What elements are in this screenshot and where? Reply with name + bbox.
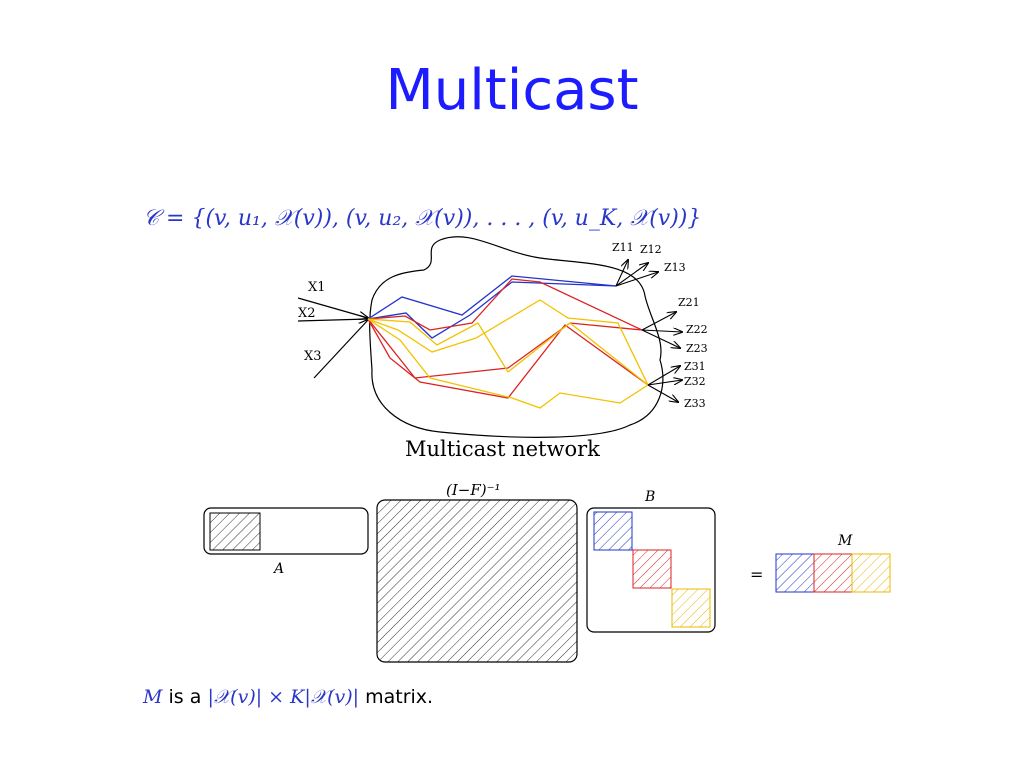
input-label-x1: X1 xyxy=(308,280,326,295)
footer-expression: |𝒳(v)| × K|𝒳(v)| xyxy=(207,686,360,708)
matrix-m-blue-block xyxy=(775,553,815,593)
matrix-a-label: A xyxy=(272,561,284,577)
matrix-m-yellow-block xyxy=(851,553,891,593)
matrix-b xyxy=(586,507,716,633)
matrix-m-label: M xyxy=(837,533,853,549)
output-label-z21: Z21 xyxy=(678,296,700,309)
matrix-b-yellow-block xyxy=(671,588,711,628)
output-label-z12: Z12 xyxy=(640,243,662,256)
matrix-b-blue-block xyxy=(593,511,633,551)
red-paths xyxy=(367,278,649,399)
output-label-z22: Z22 xyxy=(686,323,708,336)
footer-caption: M is a |𝒳(v)| × K|𝒳(v)| matrix. xyxy=(143,686,433,708)
matrix-b-label: B xyxy=(644,489,655,505)
yellow-paths xyxy=(367,299,649,409)
input-label-x3: X3 xyxy=(304,349,322,364)
matrix-a-block xyxy=(209,512,261,551)
input-label-x2: X2 xyxy=(298,306,316,321)
output-label-z31: Z31 xyxy=(684,360,706,373)
output-label-z23: Z23 xyxy=(686,342,708,355)
matrix-inverse xyxy=(376,499,578,663)
matrix-a xyxy=(203,507,369,555)
footer-is-text: is a xyxy=(168,686,202,708)
output-label-z33: Z33 xyxy=(684,397,706,410)
equals-sign: = xyxy=(750,565,763,584)
network-caption: Multicast network xyxy=(405,437,600,461)
matrix-inverse-label: (I−F)⁻¹ xyxy=(446,481,501,499)
slide-title: Multicast xyxy=(385,58,639,123)
network-boundary xyxy=(369,236,664,438)
matrix-m-red-block xyxy=(813,553,853,593)
output-edges xyxy=(615,260,682,402)
output-label-z32: Z32 xyxy=(684,375,706,388)
matrix-b-red-block xyxy=(632,549,672,589)
output-label-z11: Z11 xyxy=(612,241,634,254)
output-label-z13: Z13 xyxy=(664,261,686,274)
footer-m-symbol: M xyxy=(143,686,163,708)
input-edges xyxy=(297,297,368,379)
multicast-formula: 𝒞 = {(v, u₁, 𝒳(v)), (v, u₂, 𝒳(v)), . . .… xyxy=(143,206,702,231)
footer-matrix-text: matrix. xyxy=(365,686,434,708)
